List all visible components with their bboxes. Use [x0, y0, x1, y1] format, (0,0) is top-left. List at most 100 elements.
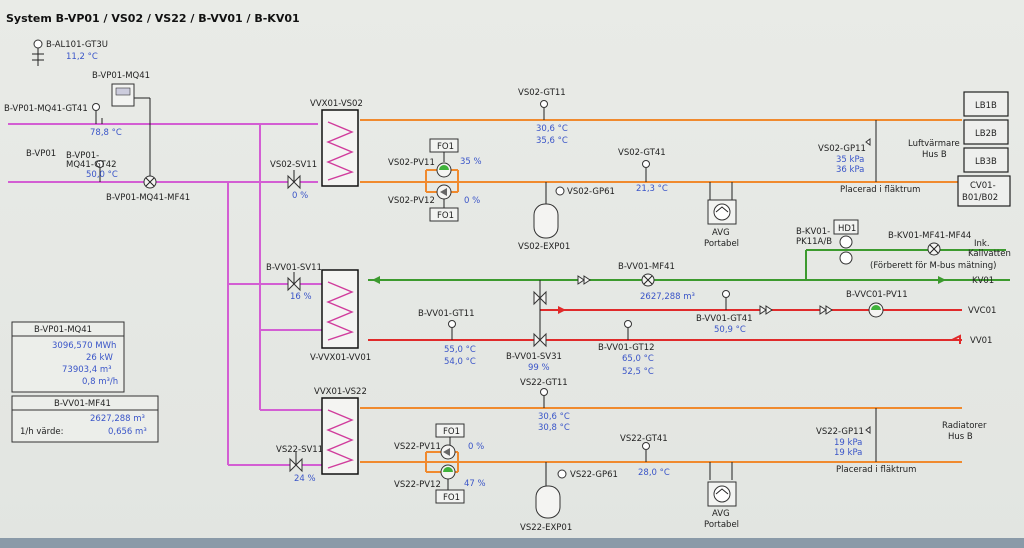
svg-text:MQ41-GT42: MQ41-GT42: [66, 160, 117, 170]
svg-text:LB1B: LB1B: [975, 101, 997, 111]
vv01-gt41-sensor[interactable]: B-VV01-GT41 50,9 °C: [696, 290, 753, 336]
vs22-avg-meter[interactable]: AVG Portabel: [704, 481, 739, 530]
vvx01-vs02-heat-exchanger[interactable]: VVX01-VS02: [310, 99, 363, 187]
svg-text:VS22-GP11: VS22-GP11: [816, 427, 864, 437]
kv01-hd1-box[interactable]: HD1: [833, 219, 859, 235]
svg-text:0,656 m³: 0,656 m³: [108, 427, 147, 437]
svg-text:73903,4 m³: 73903,4 m³: [62, 365, 112, 375]
inlet-label: Ink.: [974, 239, 990, 249]
outdoor-sensor[interactable]: B-AL101-GT3U 11,2 °C: [32, 39, 108, 66]
svg-text:35 %: 35 %: [460, 157, 482, 167]
vs02-avg-meter[interactable]: AVG Portabel: [704, 199, 739, 249]
svg-text:B-KV01-MF41-MF44: B-KV01-MF41-MF44: [888, 231, 971, 241]
svg-text:B-VP01-MQ41: B-VP01-MQ41: [92, 71, 150, 81]
vs02-fo1-bottom[interactable]: FO1: [429, 199, 459, 222]
svg-text:B-VP01-MQ41-MF41: B-VP01-MQ41-MF41: [106, 193, 190, 203]
vs02-gt41-sensor[interactable]: VS02-GT41 21,3 °C: [618, 148, 668, 194]
vv01-gt11-sensor[interactable]: B-VV01-GT11 55,0 °C 54,0 °C: [418, 309, 476, 367]
vp01-mq41-panel[interactable]: B-VP01-MQ41 3096,570 MWh 26 kW 73903,4 m…: [11, 321, 125, 393]
svg-text:LB2B: LB2B: [975, 129, 997, 139]
svg-text:FO1: FO1: [437, 211, 454, 221]
vv01-mf41-meter[interactable]: B-VV01-MF41 2627,288 m³: [618, 262, 695, 302]
lb3b-box[interactable]: LB3B: [963, 147, 1009, 173]
vs02-expansion-vessel[interactable]: VS02-EXP01: [518, 203, 570, 252]
svg-text:AVG: AVG: [712, 509, 730, 519]
svg-text:VS02-GP61: VS02-GP61: [567, 187, 615, 197]
lb1b-box[interactable]: LB1B: [963, 91, 1009, 117]
svg-text:21,3 °C: 21,3 °C: [636, 184, 668, 194]
kv01-check-valve[interactable]: [577, 275, 591, 285]
vp01-label: B-VP01: [26, 149, 56, 159]
vs22-placement-note: Placerad i fläktrum: [836, 465, 916, 475]
svg-text:52,5 °C: 52,5 °C: [622, 367, 654, 377]
svg-text:FO1: FO1: [437, 142, 454, 152]
vv01-sv11-valve[interactable]: B-VV01-SV11 16 %: [266, 263, 322, 302]
kv01-label: KV01: [972, 276, 994, 286]
vs22-expansion-vessel[interactable]: VS22-EXP01: [520, 485, 572, 533]
vs02-sv11-valve[interactable]: VS02-SV11 0 %: [270, 160, 317, 201]
vp01-gt42-sensor[interactable]: B-VP01- MQ41-GT42 50,0 °C: [66, 151, 118, 182]
vs02-gt11-sensor[interactable]: VS02-GT11 30,6 °C 35,6 °C: [518, 88, 568, 146]
primary-piping: [8, 97, 322, 466]
svg-text:30,8 °C: 30,8 °C: [538, 423, 570, 433]
svg-text:28,0 °C: 28,0 °C: [638, 468, 670, 478]
svg-text:19 kPa: 19 kPa: [834, 438, 862, 448]
svg-text:16 %: 16 %: [290, 292, 312, 302]
svg-text:3096,570 MWh: 3096,570 MWh: [52, 341, 116, 351]
svg-text:2627,288 m³: 2627,288 m³: [90, 414, 145, 424]
svg-text:VS02-SV11: VS02-SV11: [270, 160, 317, 170]
taskbar: [0, 538, 1024, 548]
svg-text:1/h värde:: 1/h värde:: [20, 427, 63, 437]
vvc01-check-valves[interactable]: [759, 305, 833, 315]
lb2b-box[interactable]: LB2B: [963, 119, 1009, 145]
svg-text:24 %: 24 %: [294, 474, 316, 484]
vs22-sv11-valve[interactable]: VS22-SV11 24 %: [276, 445, 323, 484]
svg-text:VS02-EXP01: VS02-EXP01: [518, 242, 570, 252]
vs02-gp11-gauge[interactable]: VS02-GP11 35 kPa 36 kPa: [818, 138, 871, 175]
vs02-pv12-pump[interactable]: VS02-PV12 0 %: [388, 184, 480, 206]
vp01-energy-meter[interactable]: B-VP01-MQ41: [92, 71, 150, 107]
svg-text:99 %: 99 %: [528, 363, 550, 373]
air-heater-label: Luftvärmare: [908, 139, 960, 149]
cv01-box[interactable]: CV01- B01/B02: [957, 175, 1011, 207]
vvx01-vs22-heat-exchanger[interactable]: VVX01-VS22: [314, 387, 367, 475]
kv01-pk11-pumps[interactable]: B-KV01- PK11A/B: [796, 227, 853, 265]
vs02-gp61-gauge[interactable]: VS02-GP61: [555, 186, 615, 197]
vs02-fo1-top[interactable]: FO1: [429, 138, 459, 162]
svg-text:VS22-PV12: VS22-PV12: [394, 480, 441, 490]
kv01-mf44-meter[interactable]: B-KV01-MF41-MF44: [888, 231, 971, 256]
svg-text:VS22-GP61: VS22-GP61: [570, 470, 618, 480]
vs22-fo1-bottom[interactable]: FO1: [435, 479, 465, 504]
svg-text:78,8 °C: 78,8 °C: [90, 128, 122, 138]
svg-text:Portabel: Portabel: [704, 520, 739, 530]
vs22-pv11-pump[interactable]: VS22-PV11 0 %: [394, 442, 484, 460]
svg-text:Portabel: Portabel: [704, 239, 739, 249]
vp01-gt41-sensor[interactable]: B-VP01-MQ41-GT41 78,8 °C: [4, 103, 122, 139]
svg-text:35 kPa: 35 kPa: [836, 155, 864, 165]
svg-text:VS22-SV11: VS22-SV11: [276, 445, 323, 455]
vp01-flow-meter[interactable]: B-VP01-MQ41-MF41: [106, 175, 190, 203]
svg-text:B-VV01-SV31: B-VV01-SV31: [506, 352, 562, 362]
vs22-pv12-pump[interactable]: VS22-PV12 47 %: [394, 464, 486, 490]
vv01-heat-exchanger[interactable]: V-VVX01-VV01: [310, 269, 371, 363]
vs22-gt41-sensor[interactable]: VS22-GT41 28,0 °C: [620, 434, 670, 478]
vs22-gp11-gauge[interactable]: VS22-GP11 19 kPa 19 kPa: [816, 426, 871, 458]
svg-text:VS22-GT41: VS22-GT41: [620, 434, 668, 444]
vv01-sv31-valve[interactable]: B-VV01-SV31 99 %: [506, 290, 562, 373]
svg-text:B01/B02: B01/B02: [962, 193, 998, 203]
svg-text:VVX01-VS02: VVX01-VS02: [310, 99, 363, 109]
vv01-mf41-panel[interactable]: B-VV01-MF41 2627,288 m³ 1/h värde: 0,656…: [11, 395, 159, 443]
svg-text:0,8 m³/h: 0,8 m³/h: [82, 377, 118, 387]
vs22-gt11-sensor[interactable]: VS22-GT11 30,6 °C 30,8 °C: [520, 378, 570, 433]
vvc01-pv11-pump[interactable]: B-VVC01-PV11: [846, 290, 908, 318]
vv01-piping: [368, 280, 962, 344]
mbus-note: (Förberett för M-bus mätning): [870, 261, 997, 271]
svg-text:VS22-EXP01: VS22-EXP01: [520, 523, 572, 533]
vv01-gt12-sensor[interactable]: B-VV01-GT12 65,0 °C 52,5 °C: [598, 320, 655, 378]
vs22-piping: [360, 407, 962, 486]
svg-text:30,6 °C: 30,6 °C: [538, 412, 570, 422]
vs22-fo1-top[interactable]: FO1: [435, 423, 465, 446]
vs22-gp61-gauge[interactable]: VS22-GP61: [557, 469, 618, 480]
vs02-pv11-pump[interactable]: VS02-PV11 35 %: [388, 157, 482, 178]
